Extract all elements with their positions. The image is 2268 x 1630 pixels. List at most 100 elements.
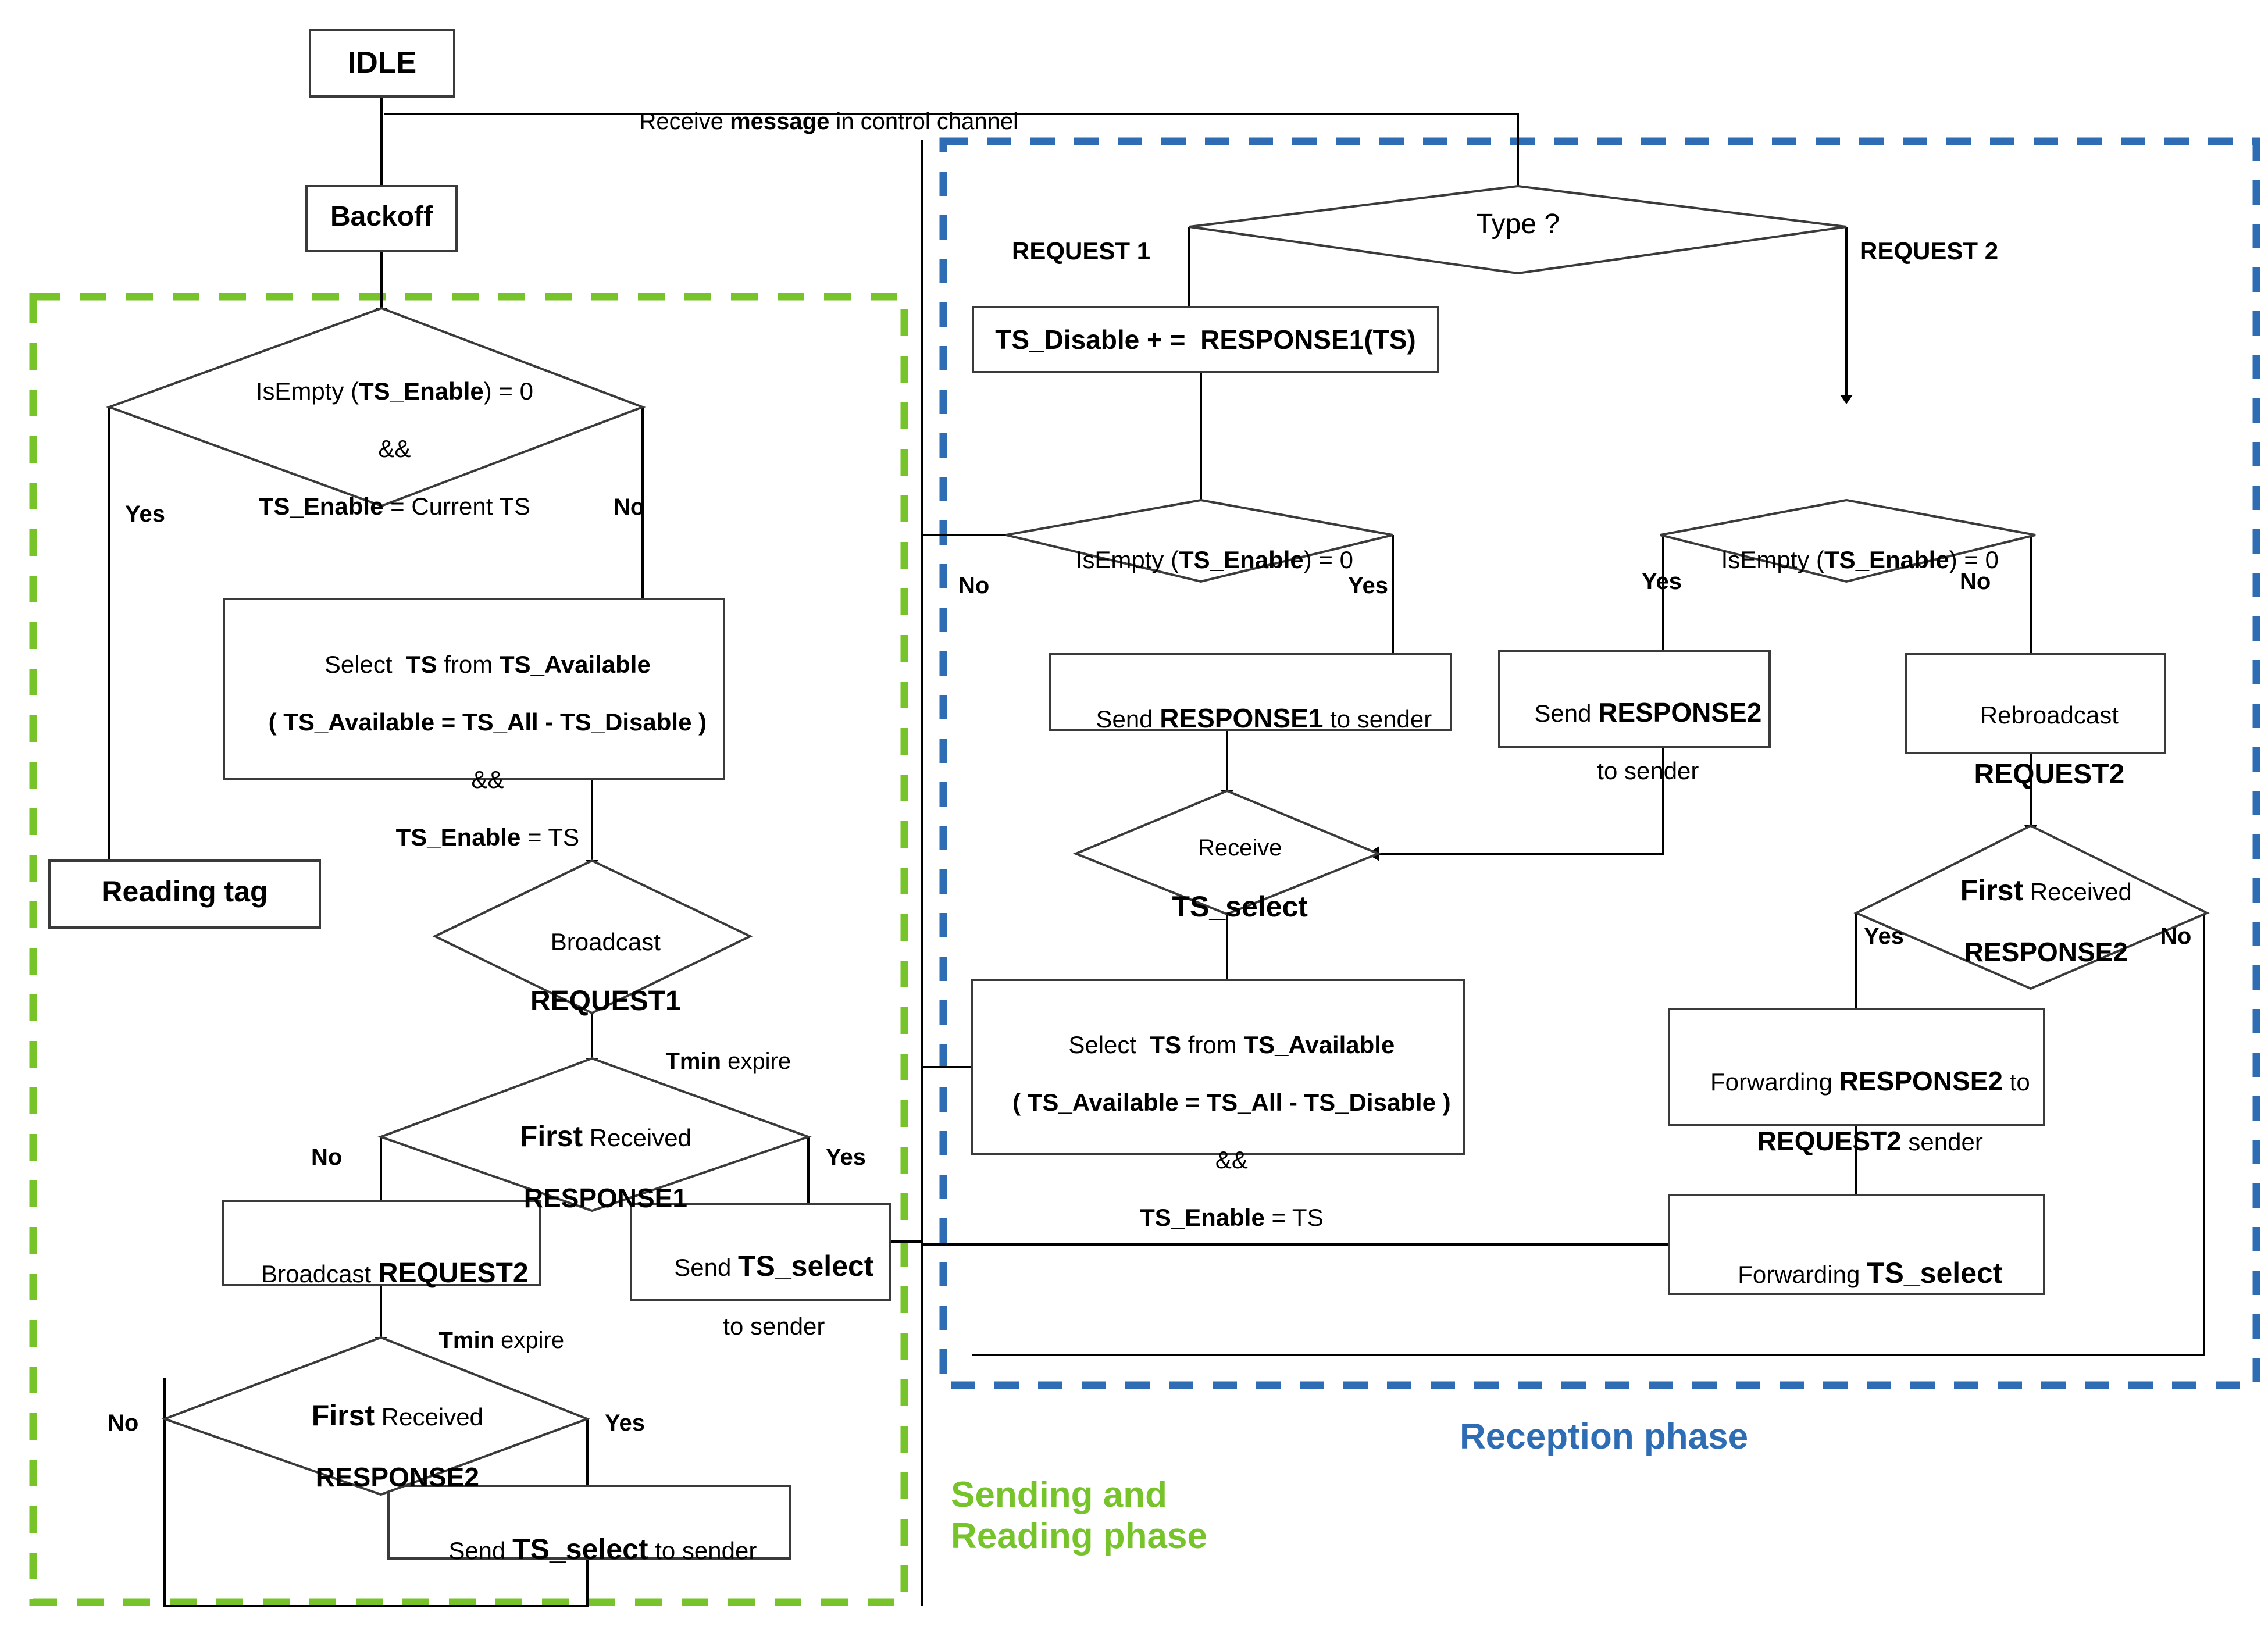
- node-first-response2-left-label: First Received RESPONSE2: [221, 1369, 547, 1522]
- check-enable-line1: IsEmpty (TS_Enable) = 0: [255, 377, 533, 405]
- fw2-l1: Forwarding RESPONSE2 to: [1710, 1065, 2030, 1096]
- edge-label-yes-left-check: Yes: [125, 501, 165, 527]
- fw2-l2: REQUEST2 sender: [1757, 1126, 1983, 1157]
- node-select-ts-right-label: Select TS from TS_Available ( TS_Availab…: [972, 1001, 1464, 1261]
- node-send-response2-shape[interactable]: [1498, 650, 1771, 748]
- edge-label-yes-mid: Yes: [1348, 573, 1388, 598]
- green-phase-dashed-box: [29, 293, 908, 1606]
- node-broadcast-request1-shape[interactable]: [432, 859, 753, 1015]
- node-first-response2-right-shape[interactable]: [1853, 824, 2210, 990]
- rts-l1: Receive: [1197, 835, 1282, 861]
- edge-label-receive-message: Receive message in control channel: [614, 83, 1018, 161]
- node-isempty-mid-shape[interactable]: [1005, 498, 1393, 583]
- sr1-l1: Send RESPONSE1 to sender: [1096, 702, 1432, 733]
- node-forwarding-tsselect-shape[interactable]: [1668, 1194, 2045, 1295]
- check-enable-line2: &&: [378, 434, 411, 462]
- edge-label-no-left-check: No: [614, 494, 645, 520]
- rm-b: message: [730, 109, 830, 134]
- node-send-tsselect-right-label: Send TS_select to sender: [631, 1220, 890, 1369]
- node-forwarding-response2-shape[interactable]: [1668, 1008, 2045, 1126]
- tmin2-b: Tmin: [438, 1328, 494, 1353]
- fr1-l2: RESPONSE1: [523, 1183, 687, 1214]
- rts-l2: TS_select: [1172, 890, 1308, 923]
- fwts-l1: Forwarding TS_select: [1738, 1256, 2003, 1289]
- edge-label-request2: REQUEST 2: [1860, 237, 1999, 265]
- edge-label-yes-response2: Yes: [605, 1410, 645, 1436]
- sel-r-l1: Select TS from TS_Available: [1068, 1030, 1395, 1058]
- rm-a: Receive: [639, 109, 730, 134]
- fr2-l2: RESPONSE2: [315, 1462, 479, 1493]
- node-type-shape[interactable]: [1189, 184, 1847, 275]
- node-broadcast-request2-label: Broadcast REQUEST2: [223, 1228, 540, 1319]
- node-send-response1-label: Send RESPONSE1 to sender: [1050, 673, 1451, 762]
- node-type-label: Type ?: [1475, 209, 1560, 240]
- node-backoff-label: Backoff: [330, 201, 433, 232]
- node-forwarding-tsselect-label: Forwarding TS_select: [1669, 1227, 2044, 1319]
- edge-label-request1: REQUEST 1: [1012, 237, 1151, 265]
- node-first-response1-label: First Received RESPONSE1: [423, 1090, 761, 1243]
- node-send-tsselect-right-shape[interactable]: [630, 1203, 891, 1301]
- edge-label-yes-response1: Yes: [826, 1144, 866, 1170]
- node-first-response2-right-label: First Received RESPONSE2: [1867, 844, 2198, 997]
- tmin1-t: expire: [721, 1048, 791, 1074]
- edge-receive-message-top: [384, 113, 1519, 140]
- sel-r-l2: ( TS_Available = TS_All - TS_Disable ): [1012, 1088, 1451, 1116]
- bc1-l1: Broadcast: [550, 928, 661, 955]
- node-idle-shape[interactable]: [309, 29, 455, 98]
- edge-first2r-no: [972, 913, 2205, 1356]
- edge-label-tmin-expire-1: Tmin expire: [640, 1022, 791, 1101]
- sel-left-l3: &&: [471, 765, 504, 793]
- node-isempty-mid-label: IsEmpty (TS_Enable) = 0: [1035, 516, 1367, 603]
- sel-left-l1: Select TS from TS_Available: [324, 650, 651, 678]
- node-send-tsselect-bottom-shape[interactable]: [387, 1485, 791, 1560]
- node-first-response1-shape[interactable]: [377, 1057, 812, 1212]
- rm-c: in control channel: [829, 109, 1018, 134]
- node-broadcast-request1-label: Broadcast REQUEST1: [464, 898, 720, 1047]
- node-check-enable-shape[interactable]: [106, 306, 646, 508]
- node-idle-label: IDLE: [347, 46, 417, 80]
- bc1-l2: REQUEST1: [530, 985, 681, 1016]
- fr2r-l1: First Received: [1960, 873, 2132, 907]
- fr2-l1: First Received: [311, 1399, 483, 1432]
- node-backoff-shape[interactable]: [305, 185, 458, 252]
- rb2-l1: Rebroadcast: [1980, 701, 2119, 729]
- sel-r-l3: &&: [1215, 1146, 1248, 1174]
- rb2-l2: REQUEST2: [1974, 758, 2125, 790]
- node-select-ts-right-shape[interactable]: [971, 979, 1465, 1155]
- node-rebroadcast-request2-label: Rebroadcast REQUEST2: [1906, 672, 2165, 820]
- node-broadcast-request2-shape[interactable]: [222, 1200, 541, 1286]
- ie-r-l1: IsEmpty (TS_Enable) = 0: [1721, 545, 1999, 573]
- sel-left-l4: TS_Enable = TS: [395, 823, 580, 851]
- node-select-ts-left-label: Select TS from TS_Available ( TS_Availab…: [224, 621, 724, 880]
- node-send-tsselect-bottom-label: Send TS_select to sender: [388, 1503, 790, 1595]
- check-enable-line3: TS_Enable = Current TS: [258, 492, 530, 520]
- node-isempty-right-shape[interactable]: [1660, 498, 2036, 583]
- node-reading-tag-shape[interactable]: [48, 859, 321, 929]
- node-first-response2-left-shape[interactable]: [161, 1336, 591, 1496]
- fr2r-l2: RESPONSE2: [1964, 937, 2128, 968]
- node-send-response1-shape[interactable]: [1049, 653, 1452, 731]
- node-select-ts-left-shape[interactable]: [223, 598, 725, 780]
- node-receive-tsselect-label: Receive TS_select: [1093, 807, 1361, 951]
- edge-label-yes-resp2-right: Yes: [1864, 923, 1904, 949]
- node-ts-disable-label: TS_Disable + = RESPONSE1(TS): [995, 324, 1416, 355]
- node-forwarding-response2-label: Forwarding RESPONSE2 to REQUEST2 sender: [1669, 1036, 2044, 1186]
- blue-phase-dashed-box: [939, 137, 2260, 1389]
- tmin1-b: Tmin: [665, 1048, 721, 1074]
- edge-sendresp2-to-receivets: [1367, 747, 1664, 861]
- edge-label-tmin-expire-2: Tmin expire: [413, 1301, 564, 1380]
- sr2-l1: Send RESPONSE2: [1534, 697, 1762, 727]
- edge-label-no-right: No: [1960, 569, 1991, 594]
- node-check-enable-label: IsEmpty (TS_Enable) = 0 && TS_Enable = C…: [192, 348, 570, 550]
- node-rebroadcast-request2-shape[interactable]: [1905, 653, 2166, 754]
- node-receive-tsselect-shape[interactable]: [1072, 789, 1382, 916]
- sts-r-l2: to sender: [723, 1312, 825, 1340]
- node-isempty-right-label: IsEmpty (TS_Enable) = 0: [1681, 516, 2012, 603]
- edge-label-no-response2: No: [108, 1410, 139, 1436]
- tmin2-t: expire: [494, 1328, 565, 1353]
- node-ts-disable-shape[interactable]: [972, 306, 1439, 373]
- sel-left-l2: ( TS_Available = TS_All - TS_Disable ): [268, 708, 707, 736]
